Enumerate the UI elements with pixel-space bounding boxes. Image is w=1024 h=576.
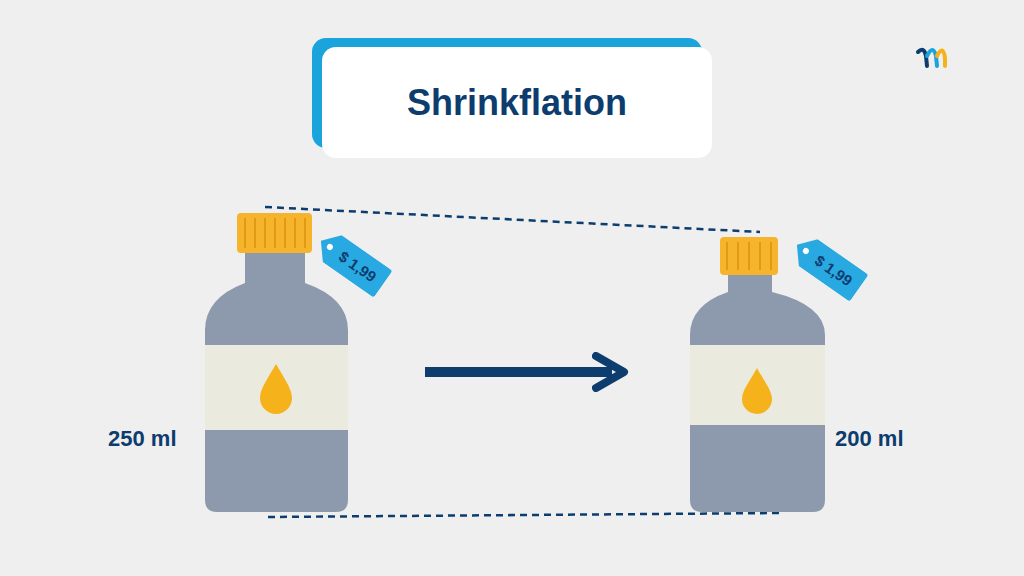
volume-label: 250 ml bbox=[108, 426, 177, 452]
guide-line bbox=[268, 513, 780, 517]
volume-label: 200 ml bbox=[835, 426, 904, 452]
logo bbox=[918, 50, 945, 66]
change-arrow bbox=[425, 367, 612, 377]
price-tag: $ 1,99 bbox=[311, 227, 392, 298]
title: Shrinkflation bbox=[407, 82, 627, 124]
title-box: Shrinkflation bbox=[322, 47, 712, 158]
small-bottle bbox=[690, 237, 825, 512]
guide-line bbox=[265, 207, 760, 232]
price-tag: $ 1,99 bbox=[787, 231, 868, 302]
